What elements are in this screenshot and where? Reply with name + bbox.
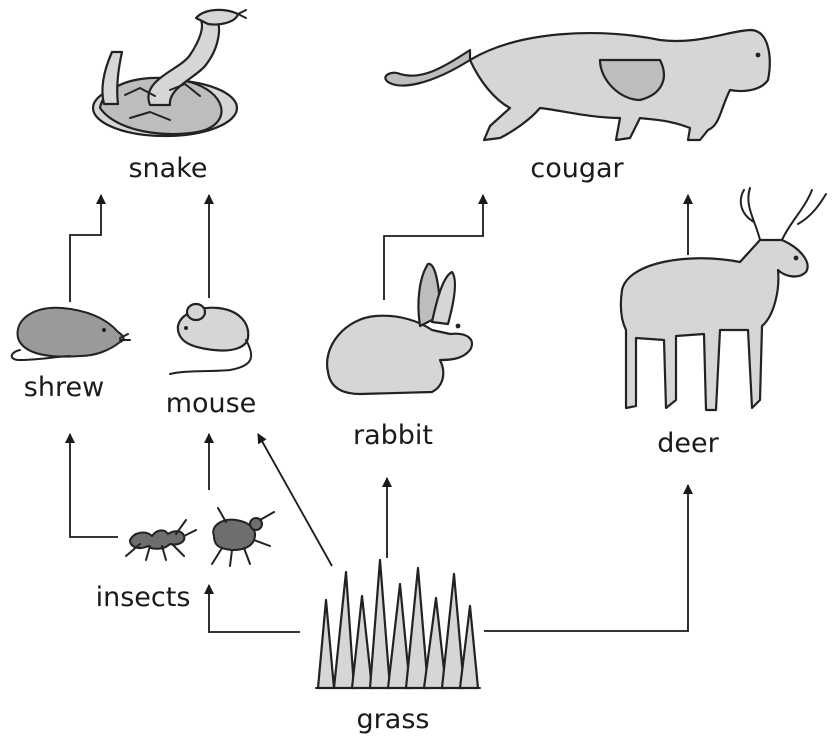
mouse-icon <box>170 304 251 374</box>
rabbit-icon <box>327 264 472 394</box>
label-shrew: shrew <box>24 372 104 403</box>
label-mouse: mouse <box>166 388 257 419</box>
arrow-shrew-to-snake <box>70 195 101 302</box>
arrow-insects-to-shrew <box>70 434 118 537</box>
grass-icon <box>316 560 480 688</box>
insects-icon <box>126 508 274 566</box>
label-rabbit: rabbit <box>353 420 433 451</box>
label-cougar: cougar <box>530 153 624 184</box>
deer-icon <box>621 188 826 410</box>
snake-icon <box>93 10 246 136</box>
label-grass: grass <box>357 704 430 735</box>
label-snake: snake <box>128 153 207 184</box>
shrew-icon <box>12 308 130 360</box>
arrow-grass-to-deer <box>484 485 688 631</box>
cougar-icon <box>385 30 769 140</box>
label-deer: deer <box>657 428 719 459</box>
label-insects: insects <box>96 582 191 613</box>
arrow-grass-to-insects <box>209 585 300 632</box>
